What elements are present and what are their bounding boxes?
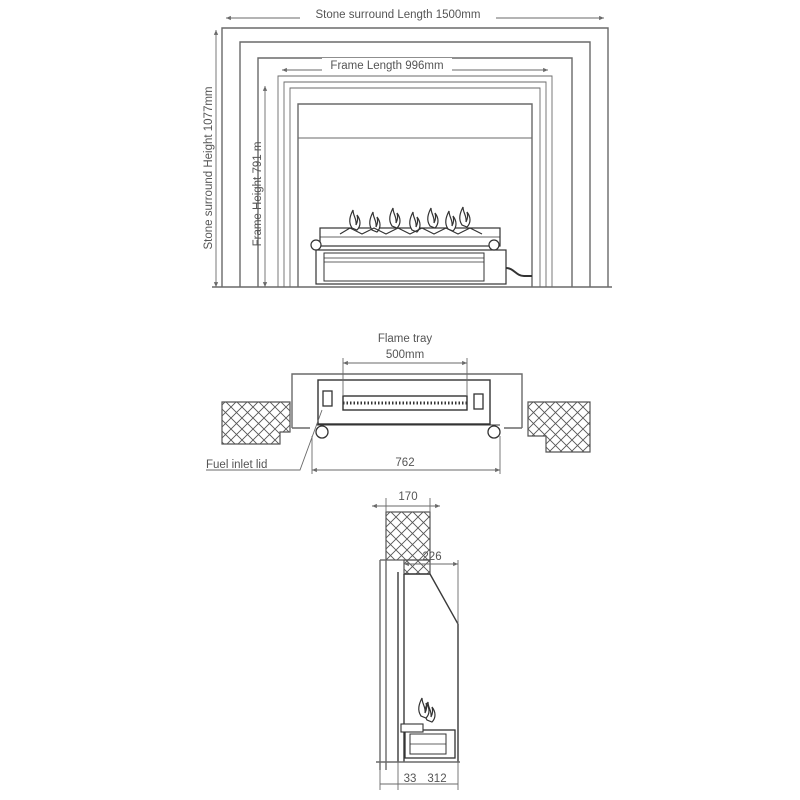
overall-width-label: 762 xyxy=(395,457,414,469)
depth-mid-label: 226 xyxy=(422,551,441,563)
side-fire-unit xyxy=(400,697,456,759)
left-stone-block xyxy=(221,401,291,445)
flame-tray-width: 500mm xyxy=(386,349,424,361)
fire-opening xyxy=(297,103,533,287)
flame-icon xyxy=(427,207,439,229)
front-fire-unit xyxy=(310,206,532,285)
frame-height-label: Frame Height 791 m xyxy=(252,142,264,247)
stone-length-label: Stone surround Length 1500mm xyxy=(316,9,481,21)
flame-icon xyxy=(409,211,421,233)
frame-length-label: Frame Length 996mm xyxy=(330,60,443,72)
depth-base-label: 312 xyxy=(427,773,446,785)
fuel-inlet-lid xyxy=(322,390,333,407)
right-stone-block xyxy=(527,401,591,453)
fuel-inlet-label: Fuel inlet lid xyxy=(206,459,267,471)
stone-surround-outer xyxy=(221,27,609,287)
flame-icon xyxy=(418,697,430,719)
flame-icon xyxy=(389,207,401,229)
flame-tray-label: Flame tray xyxy=(378,333,433,345)
side-view: 170 226 33 312 xyxy=(372,491,460,790)
flame-icon xyxy=(349,209,361,231)
frame-outer xyxy=(277,75,553,287)
depth-front-label: 33 xyxy=(404,773,417,785)
side-stone-block xyxy=(385,511,431,561)
top-view: Flame tray 500mm 762 Fuel inlet lid xyxy=(206,333,591,474)
flame-icon xyxy=(459,206,471,228)
front-view: Stone surround Length 1500mm Frame Lengt… xyxy=(203,8,612,288)
stone-height-label: Stone surround Height 1077mm xyxy=(203,86,215,249)
depth-top-label: 170 xyxy=(398,491,417,503)
